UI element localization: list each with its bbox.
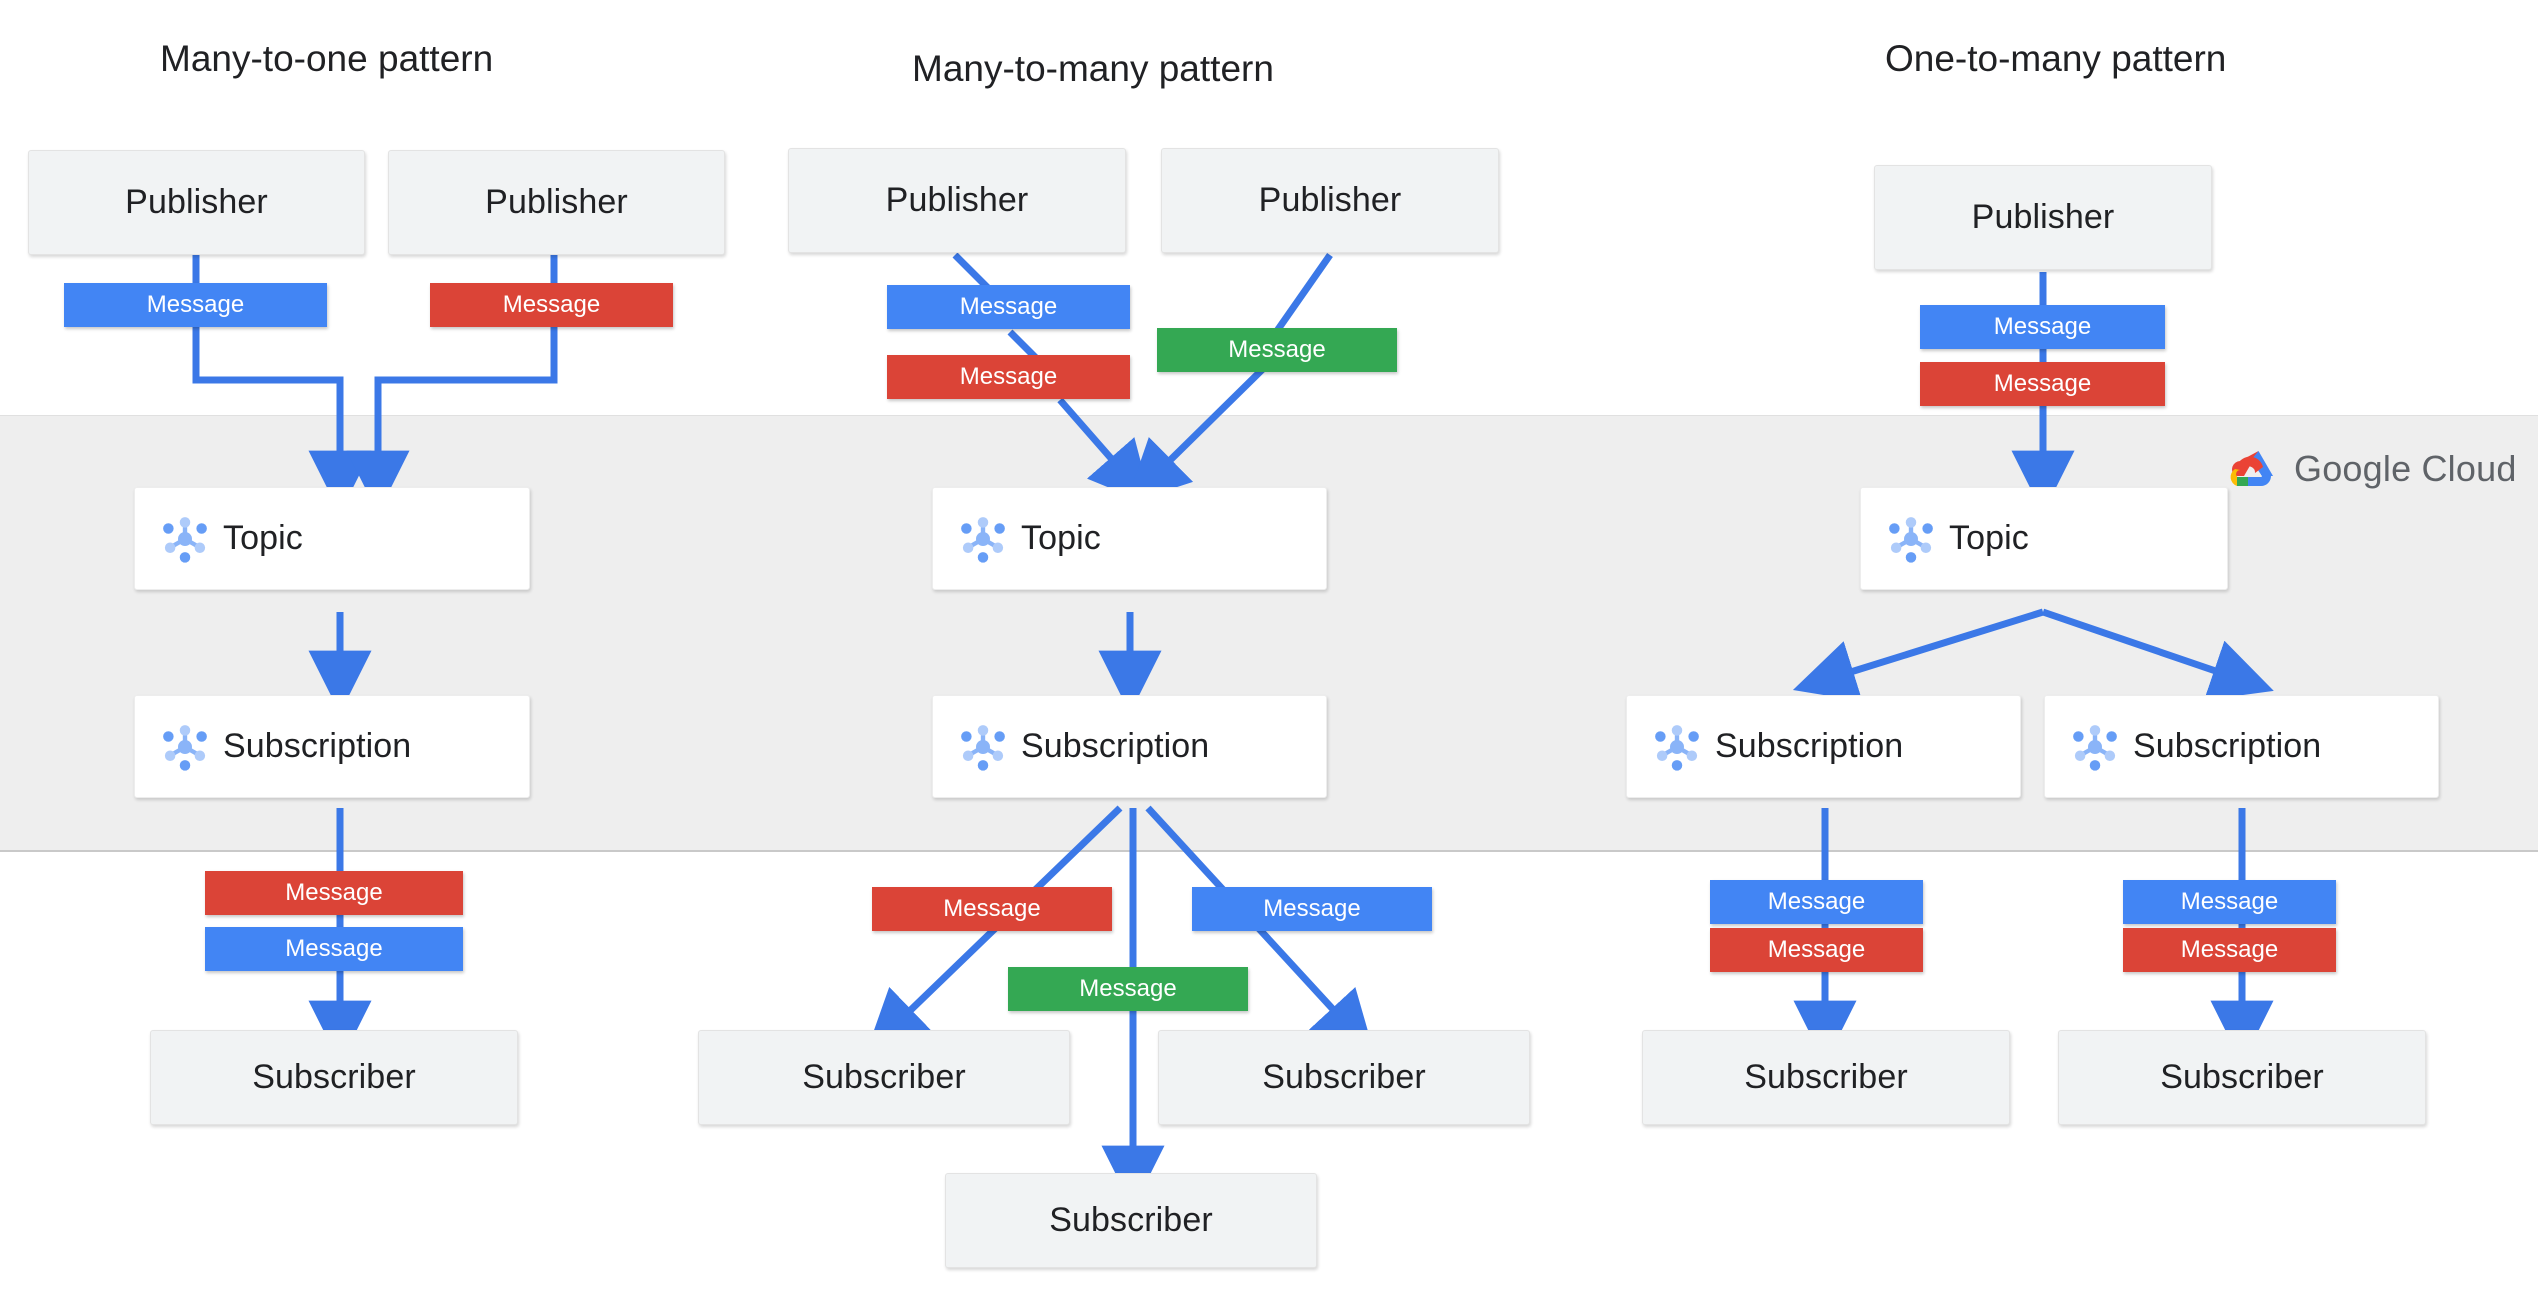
publisher-node[interactable]: Publisher	[388, 150, 725, 255]
node-label: Publisher	[1971, 198, 2115, 236]
publisher-node[interactable]: Publisher	[788, 148, 1126, 253]
message-badge[interactable]: Message	[1920, 305, 2165, 349]
subscription-node[interactable]: Subscription	[1626, 695, 2021, 798]
message-badge[interactable]: Message	[1920, 362, 2165, 406]
node-label: Topic	[223, 519, 303, 557]
pubsub-topic-icon	[961, 516, 1005, 563]
google-cloud-logo-text: Google Cloud	[2294, 448, 2517, 489]
node-label: Subscriber	[1744, 1058, 1908, 1096]
pubsub-subscription-icon	[1655, 724, 1699, 771]
subscription-node[interactable]: Subscription	[134, 695, 530, 798]
subscriber-node[interactable]: Subscriber	[1158, 1030, 1530, 1125]
pattern-title-many-to-one: Many-to-one pattern	[160, 38, 494, 79]
message-badge[interactable]: Message	[1192, 887, 1432, 931]
node-label: Subscriber	[802, 1058, 966, 1096]
message-badge[interactable]: Message	[1008, 967, 1248, 1011]
message-badge[interactable]: Message	[2123, 928, 2336, 972]
subscriber-node[interactable]: Subscriber	[2058, 1030, 2426, 1125]
publisher-node[interactable]: Publisher	[1161, 148, 1499, 253]
node-label: Subscription	[1021, 727, 1210, 765]
publisher-node[interactable]: Publisher	[28, 150, 365, 255]
node-label: Topic	[1021, 519, 1101, 557]
google-cloud-logo: Google Cloud	[2228, 448, 2517, 490]
node-label: Topic	[1949, 519, 2029, 557]
pubsub-subscription-icon	[961, 724, 1005, 771]
topic-node[interactable]: Topic	[1860, 487, 2228, 590]
publisher-node[interactable]: Publisher	[1874, 165, 2212, 270]
pubsub-subscription-icon	[163, 724, 207, 771]
node-label: Subscription	[1715, 727, 1904, 765]
subscription-node[interactable]: Subscription	[932, 695, 1327, 798]
node-label: Subscriber	[1049, 1201, 1213, 1239]
node-label: Publisher	[125, 183, 268, 221]
topic-node[interactable]: Topic	[932, 487, 1327, 590]
subscriber-node[interactable]: Subscriber	[150, 1030, 518, 1125]
topic-node[interactable]: Topic	[134, 487, 530, 590]
node-label: Publisher	[485, 183, 628, 221]
message-badge[interactable]: Message	[887, 285, 1130, 329]
edge-m-pub2-msggreen	[1269, 252, 1333, 341]
node-label: Publisher	[885, 181, 1029, 219]
node-label: Subscriber	[2160, 1058, 2324, 1096]
subscription-node[interactable]: Subscription	[2044, 695, 2439, 798]
message-badge[interactable]: Message	[205, 927, 463, 971]
pattern-title-many-to-many: Many-to-many pattern	[912, 48, 1274, 89]
subscriber-node[interactable]: Subscriber	[945, 1173, 1317, 1268]
message-badge[interactable]: Message	[64, 283, 327, 327]
node-label: Subscription	[2133, 727, 2322, 765]
message-badge[interactable]: Message	[2123, 880, 2336, 924]
pubsub-topic-icon	[1889, 516, 1933, 563]
pattern-title-one-to-many: One-to-many pattern	[1885, 38, 2227, 79]
pubsub-topic-icon	[163, 516, 207, 563]
message-badge[interactable]: Message	[1710, 880, 1923, 924]
pubsub-subscription-icon	[2073, 724, 2117, 771]
message-badge[interactable]: Message	[1157, 328, 1397, 372]
node-label: Subscription	[223, 727, 412, 765]
subscriber-node[interactable]: Subscriber	[698, 1030, 1070, 1125]
message-badge[interactable]: Message	[1710, 928, 1923, 972]
node-label: Subscriber	[252, 1058, 416, 1096]
subscriber-node[interactable]: Subscriber	[1642, 1030, 2010, 1125]
message-badge[interactable]: Message	[205, 871, 463, 915]
message-badge[interactable]: Message	[887, 355, 1130, 399]
node-label: Subscriber	[1262, 1058, 1426, 1096]
google-cloud-logo-icon	[2230, 451, 2273, 486]
node-label: Publisher	[1258, 181, 1402, 219]
message-badge[interactable]: Message	[872, 887, 1112, 931]
message-badge[interactable]: Message	[430, 283, 673, 327]
